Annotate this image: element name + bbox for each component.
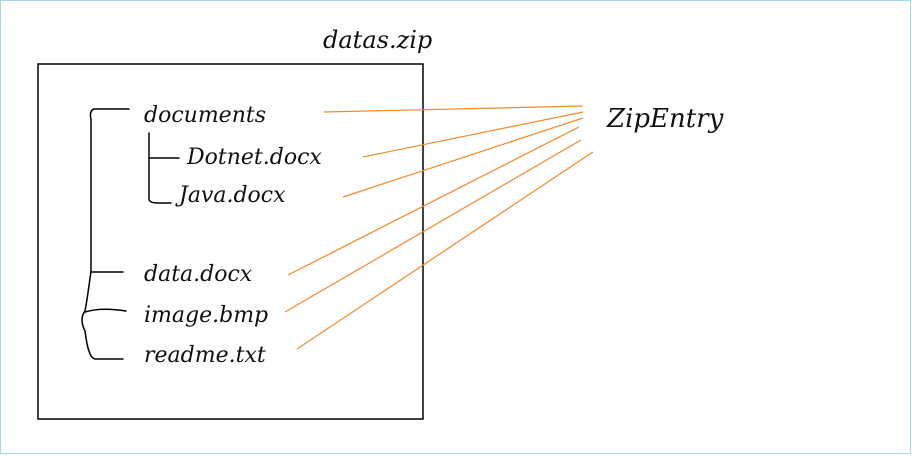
connector-image-bmp — [284, 139, 582, 313]
archive-title: datas.zip — [323, 26, 432, 54]
connector-data-docx — [287, 126, 580, 276]
tree-trunk-line — [81, 108, 130, 360]
item-documents: documents — [144, 103, 266, 128]
item-readme-txt: readme.txt — [144, 343, 266, 368]
item-dotnet-docx: Dotnet.docx — [186, 145, 322, 170]
item-image-bmp: image.bmp — [144, 303, 268, 328]
subtree-line — [148, 132, 172, 204]
archive-box — [37, 63, 424, 420]
item-data-docx: data.docx — [144, 262, 253, 287]
connector-dotnet-docx — [362, 111, 584, 158]
connector-java-docx — [342, 117, 584, 198]
connector-readme-txt — [296, 151, 594, 350]
connector-documents — [323, 105, 584, 113]
zip-entry-label: ZipEntry — [606, 104, 724, 134]
branch-image-bmp — [84, 308, 127, 313]
item-java-docx: Java.docx — [175, 183, 286, 208]
